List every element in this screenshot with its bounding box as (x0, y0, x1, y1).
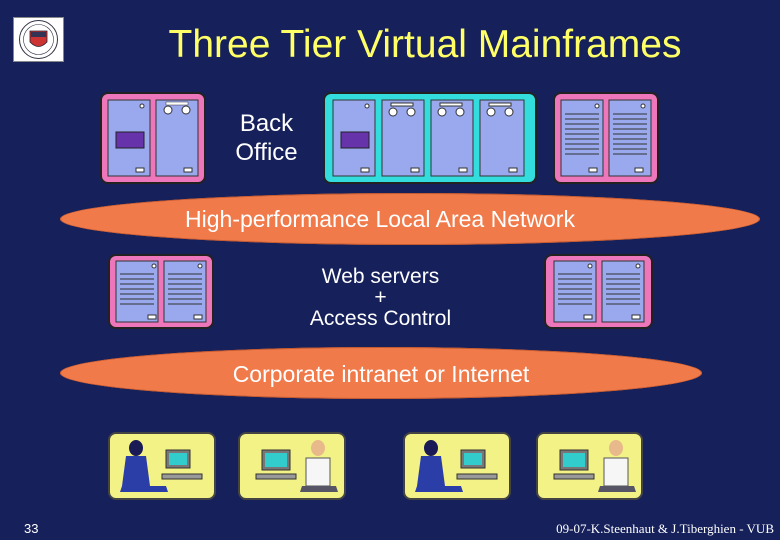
internet-label: Corporate intranet or Internet (232, 361, 530, 387)
university-logo (13, 17, 64, 62)
internet-network-ellipse (60, 347, 702, 399)
page-number: 33 (24, 521, 39, 536)
mainframe-server-icon (100, 92, 206, 184)
web-label-line3: Access Control (309, 307, 452, 330)
back-office-label-line2: Office (235, 139, 298, 166)
workstation-user-icon (536, 432, 643, 500)
mainframe-server-icon (323, 92, 537, 184)
workstation-user-icon (108, 432, 216, 500)
back-office-label-line1: Back (239, 110, 294, 137)
web-server-icon (553, 92, 659, 184)
footer-credit: 09-07-K.Steenhaut & J.Tiberghien - VUB (556, 521, 774, 536)
web-server-icon (108, 254, 214, 329)
web-server-icon (544, 254, 653, 329)
lan-label: High-performance Local Area Network (185, 206, 575, 232)
page-title: Three Tier Virtual Mainframes (168, 23, 682, 66)
lan-network-ellipse (60, 193, 760, 245)
web-label-line2: + (374, 286, 387, 309)
workstation-user-icon (238, 432, 346, 500)
workstation-user-icon (403, 432, 511, 500)
web-label-line1: Web servers (321, 265, 440, 288)
